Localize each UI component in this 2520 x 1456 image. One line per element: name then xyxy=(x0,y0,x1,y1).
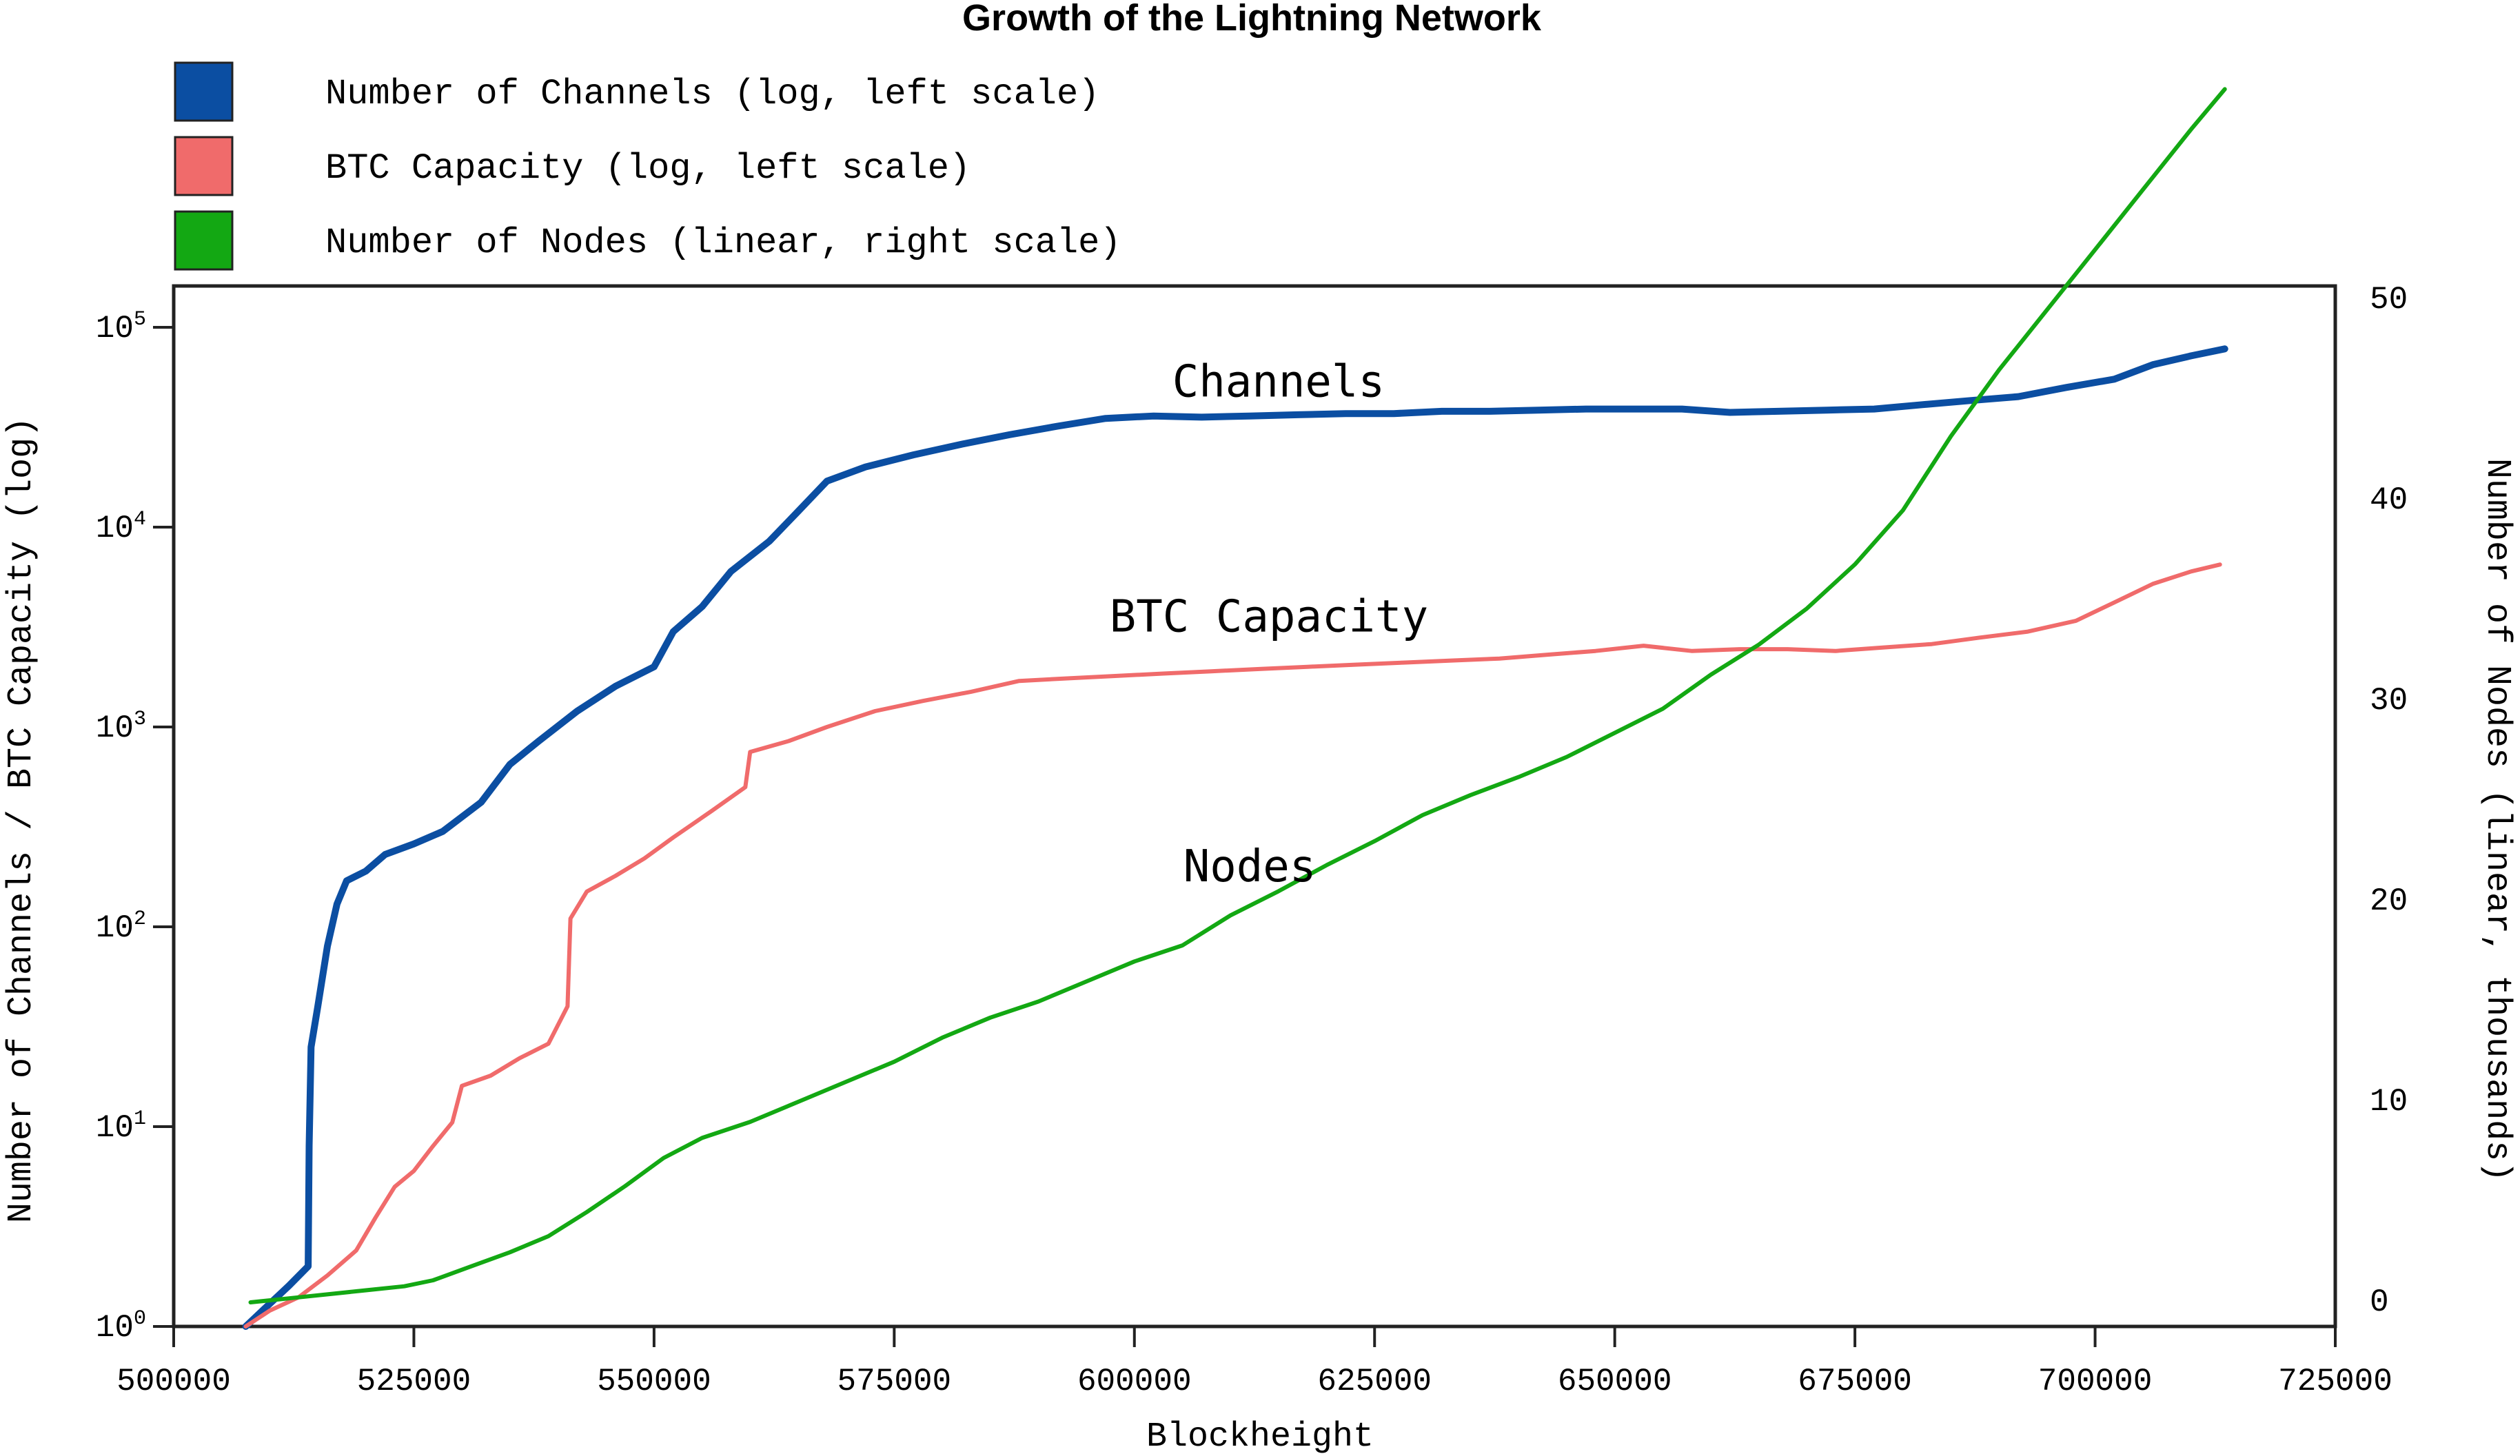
y-right-tick-label: 20 xyxy=(2370,883,2408,919)
y-left-tick-label: 104 xyxy=(96,508,146,546)
x-axis-ticks: 500000 525000 550000 575000 600000 625000 6500… xyxy=(116,1326,2392,1399)
y-left-axis-ticks: 100 101 102 103 104 105 xyxy=(96,308,174,1346)
annotation-label: BTC Capacity xyxy=(1110,592,1428,643)
x-tick-label: 550000 xyxy=(597,1364,711,1399)
y-right-tick-label: 30 xyxy=(2370,683,2408,719)
y-left-axis-label: Number of Channels / BTC Capacity (log) xyxy=(2,417,41,1223)
y-right-axis-ticks: 0 10 20 30 40 50 xyxy=(2370,282,2408,1320)
y-left-tick-label: 101 xyxy=(96,1107,146,1146)
y-right-tick-label: 50 xyxy=(2370,282,2408,318)
x-tick-label: 500000 xyxy=(116,1364,231,1399)
legend-swatch-capacity xyxy=(174,136,234,196)
y-right-tick-label: 40 xyxy=(2370,482,2408,518)
x-tick-label: 575000 xyxy=(837,1364,952,1399)
series-layer xyxy=(242,87,2228,1330)
x-tick-label: 675000 xyxy=(1798,1364,1912,1399)
series-line-channels xyxy=(242,345,2228,1330)
legend-label-nodes: Number of Nodes (linear, right scale) xyxy=(325,223,1121,263)
x-tick-label: 725000 xyxy=(2278,1364,2392,1399)
series-line-btc-capacity xyxy=(243,562,2222,1329)
x-tick-label: 625000 xyxy=(1317,1364,1432,1399)
legend-label-capacity: BTC Capacity (log, left scale) xyxy=(325,148,971,189)
plot-frame xyxy=(172,284,2337,1329)
series-line-nodes xyxy=(248,87,2227,1304)
y-left-tick-label: 100 xyxy=(96,1307,146,1346)
y-left-tick-label: 103 xyxy=(96,708,146,746)
x-tick-label: 600000 xyxy=(1077,1364,1192,1399)
annotation-label: Nodes xyxy=(1183,841,1317,892)
legend: Number of Channels (log, left scale) BTC… xyxy=(174,61,1121,271)
legend-swatch-nodes xyxy=(174,210,234,271)
annotation-label: Channels xyxy=(1172,357,1385,408)
x-axis-label: Blockheight xyxy=(1146,1417,1374,1456)
x-tick-label: 650000 xyxy=(1558,1364,1672,1399)
chart-title: Growth of the Lightning Network xyxy=(962,0,1542,39)
y-right-tick-label: 10 xyxy=(2370,1084,2408,1120)
x-tick-label: 525000 xyxy=(357,1364,471,1399)
y-left-tick-label: 105 xyxy=(96,308,146,347)
y-right-tick-label: 0 xyxy=(2370,1284,2389,1320)
legend-swatch-channels xyxy=(174,61,234,122)
x-tick-label: 700000 xyxy=(2038,1364,2153,1399)
y-right-axis-label: Number of Nodes (linear, thousands) xyxy=(2477,458,2517,1182)
y-left-tick-label: 102 xyxy=(96,908,146,946)
legend-label-channels: Number of Channels (log, left scale) xyxy=(325,74,1099,114)
